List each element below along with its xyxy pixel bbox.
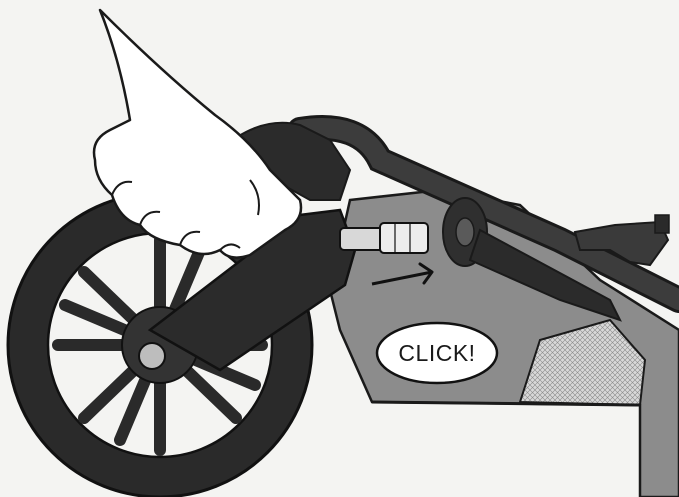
click-callout: CLICK! bbox=[377, 323, 497, 383]
click-callout-text: CLICK! bbox=[398, 340, 475, 366]
